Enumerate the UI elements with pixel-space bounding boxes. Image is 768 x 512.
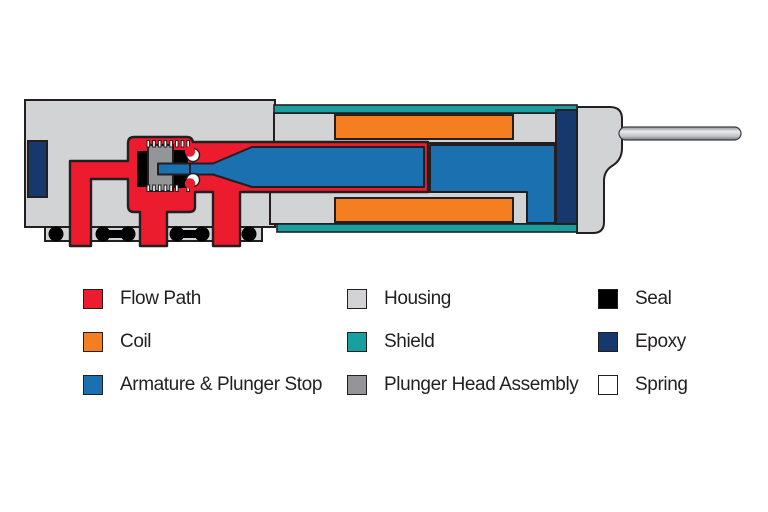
armature-swatch	[83, 374, 103, 395]
spring-top	[146, 140, 190, 148]
seal-swatch	[598, 288, 618, 309]
legend-label: Seal	[635, 287, 672, 309]
solenoid-valve-diagram	[24, 99, 742, 248]
legend-item-shield: Shield	[347, 331, 578, 352]
plunger-stop-shape	[429, 144, 556, 224]
spring-loop-bottom	[184, 172, 201, 189]
legend-label: Spring	[635, 373, 688, 395]
legend-label: Housing	[384, 287, 451, 309]
legend-item-epoxy: Epoxy	[598, 331, 688, 352]
seal-bar	[103, 230, 128, 238]
legend-label: Plunger Head Assembly	[384, 373, 579, 395]
legend-label: Coil	[120, 330, 152, 352]
legend-column-2: Housing Shield Plunger Head Assembly	[347, 288, 579, 395]
seals-group	[48, 226, 257, 242]
plunger-head-assembly	[137, 140, 201, 192]
legend-label: Armature & Plunger Stop	[120, 373, 323, 395]
legend-column-3: Seal Epoxy Spring	[598, 288, 688, 395]
plunger-head-swatch	[347, 374, 367, 395]
epoxy-swatch	[598, 331, 618, 352]
legend-item-flow-path: Flow Path	[83, 288, 322, 309]
coil-bottom	[334, 197, 514, 223]
housing-swatch	[347, 288, 367, 309]
legend-column-1: Flow Path Coil Armature & Plunger Stop	[83, 288, 322, 395]
legend-label: Flow Path	[120, 287, 201, 309]
legend-item-housing: Housing	[347, 288, 578, 309]
legend-label: Epoxy	[635, 330, 686, 352]
plunger-seal-band-left	[137, 151, 150, 187]
legend-item-seal: Seal	[598, 288, 688, 309]
seal-oring	[48, 226, 64, 242]
legend-item-plunger-head: Plunger Head Assembly	[347, 373, 579, 395]
spring-loop-top	[184, 146, 201, 163]
legend-item-armature: Armature & Plunger Stop	[83, 374, 322, 395]
shield-swatch	[347, 331, 367, 352]
plunger-pin	[157, 162, 191, 176]
epoxy-left-block	[27, 140, 48, 198]
shield-bottom	[276, 223, 578, 233]
flow-path-swatch	[83, 288, 103, 309]
seal-bar	[177, 230, 202, 238]
coil-top	[334, 114, 514, 140]
actuator-rod	[618, 126, 742, 141]
legend-label: Shield	[384, 330, 435, 352]
legend-item-spring: Spring	[598, 374, 688, 395]
epoxy-right-band	[555, 109, 578, 225]
spring-swatch	[598, 374, 618, 395]
seal-oring	[241, 226, 257, 242]
legend-item-coil: Coil	[83, 331, 322, 352]
shield-top	[273, 104, 578, 114]
coil-swatch	[83, 331, 103, 352]
housing-end-cap	[576, 106, 623, 234]
